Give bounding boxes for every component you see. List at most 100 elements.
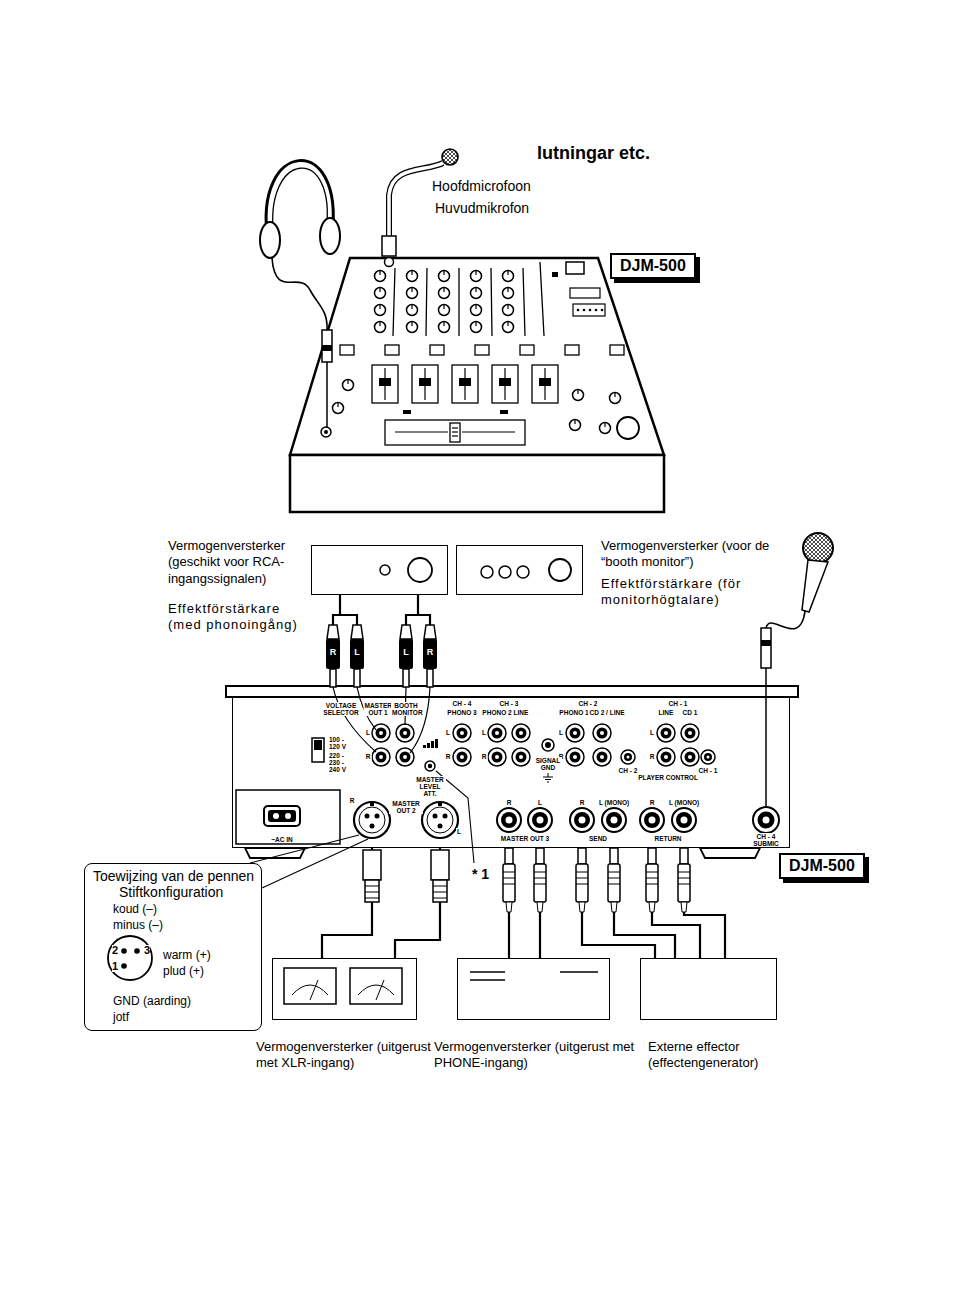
jack-label: L xyxy=(445,729,451,736)
callout-number: * 1 xyxy=(472,866,489,883)
illustration-part xyxy=(324,430,328,434)
jack-label: SEND xyxy=(588,835,608,842)
jack-symbol xyxy=(576,848,588,912)
illustration-part xyxy=(427,743,430,748)
jack-symbol xyxy=(640,808,664,832)
illustration-part xyxy=(379,378,551,414)
illustration-part xyxy=(475,345,489,355)
jack-label: CH - 2 xyxy=(618,767,639,774)
model-name: DJM-500 xyxy=(620,256,686,276)
illustration-part xyxy=(264,806,300,826)
jack-symbol xyxy=(621,750,635,764)
plug-letter: L xyxy=(353,648,361,657)
node-text: Vermogenversterker (uitgerust met PHONE-… xyxy=(434,1039,639,1072)
jack-label: R xyxy=(649,753,656,760)
jack-label: SIGNAL GND xyxy=(534,757,562,771)
amplifier-box: Vermogenversterker (geschikt voor RCA-in… xyxy=(311,545,448,595)
plug-letter: L xyxy=(402,648,410,657)
node-text: minus (–) xyxy=(113,918,163,933)
illustration-part xyxy=(458,268,459,336)
jack-symbol xyxy=(681,748,699,766)
jack-symbol xyxy=(372,724,390,742)
jack-label: CD 1 xyxy=(682,709,699,716)
jack-label: R xyxy=(365,753,372,760)
pin-callout: Toewijzing van de pennenStiftkonfigurati… xyxy=(84,863,262,1031)
illustration-part xyxy=(803,533,833,563)
illustration-part xyxy=(610,345,624,355)
jack-label: R xyxy=(445,753,452,760)
model-label-box: DJM-500 xyxy=(610,253,696,279)
illustration-part xyxy=(290,455,664,512)
jack-label: LINE xyxy=(658,709,675,716)
illustration-part xyxy=(452,431,458,432)
illustration-part xyxy=(802,560,828,612)
illustration-part xyxy=(273,813,279,819)
illustration-part xyxy=(452,435,458,436)
jack-symbol xyxy=(566,724,584,742)
illustration-part xyxy=(403,410,411,414)
pin-number: 2 xyxy=(112,945,118,956)
illustration-part xyxy=(435,739,438,748)
illustration-part xyxy=(260,222,280,258)
node-text: plud (+) xyxy=(163,964,204,979)
illustration-part xyxy=(314,740,322,750)
illustration-part xyxy=(312,738,324,762)
jack-label: MASTER OUT 1 xyxy=(364,702,393,716)
node-text: GND (aarding) xyxy=(113,994,191,1009)
illustration-part xyxy=(499,566,511,578)
rear-panel-details xyxy=(226,686,798,858)
illustration-part xyxy=(419,378,431,386)
jack-symbol xyxy=(354,802,390,838)
illustration-part xyxy=(285,813,291,819)
jack-label: BOOTH MONITOR xyxy=(391,702,421,716)
jack-symbol xyxy=(503,271,514,282)
jack-symbol xyxy=(453,748,471,766)
jack-symbol xyxy=(610,393,621,404)
jack-label: PHONO 3 xyxy=(446,709,477,716)
illustration-part xyxy=(385,420,525,445)
switch-label: 220 - 230 - 240 V xyxy=(329,752,349,773)
part-label: Hoofdmicrofoon xyxy=(432,178,531,195)
illustration-part xyxy=(766,611,805,629)
jack-symbol xyxy=(600,423,611,434)
illustration-part xyxy=(542,739,554,751)
jack-label: CH - 1 xyxy=(668,700,689,707)
jack-symbol xyxy=(573,390,584,401)
jack-symbol xyxy=(657,724,675,742)
jack-symbol xyxy=(646,848,658,912)
illustration-part xyxy=(470,971,505,972)
headphones xyxy=(260,161,340,428)
model-name: DJM-500 xyxy=(779,853,865,879)
illustration-part xyxy=(385,345,399,355)
illustration-part xyxy=(491,268,492,336)
illustration-part xyxy=(262,839,368,888)
node-text: Externe effector (effectengenerator) xyxy=(648,1039,798,1072)
illustration-part xyxy=(431,741,434,748)
illustration-part xyxy=(517,566,529,578)
illustration-part xyxy=(540,262,544,336)
illustration-part xyxy=(426,268,427,336)
jack-symbol xyxy=(407,305,418,316)
jack-symbol xyxy=(439,271,450,282)
illustration-part xyxy=(470,972,598,980)
illustration-part xyxy=(108,936,152,980)
node-text: Vermogenversterker (uitgerust met XLR-in… xyxy=(256,1039,436,1072)
illustration-part xyxy=(492,365,518,403)
illustration-part xyxy=(284,968,336,1004)
pin-number: 3 xyxy=(144,945,150,956)
illustration-part xyxy=(320,218,340,254)
jack-symbol xyxy=(488,748,506,766)
illustration-part xyxy=(322,345,332,351)
illustration-part xyxy=(462,431,515,432)
jack-symbol xyxy=(423,625,437,687)
jack-symbol xyxy=(497,808,521,832)
illustration-part xyxy=(382,236,396,256)
jack-label: L xyxy=(649,729,655,736)
jack-symbol xyxy=(471,322,482,333)
illustration-part xyxy=(268,810,296,822)
illustration-part xyxy=(310,980,318,1000)
illustration-part xyxy=(523,268,525,336)
illustration-part xyxy=(500,410,508,414)
jack-symbol xyxy=(350,625,364,687)
